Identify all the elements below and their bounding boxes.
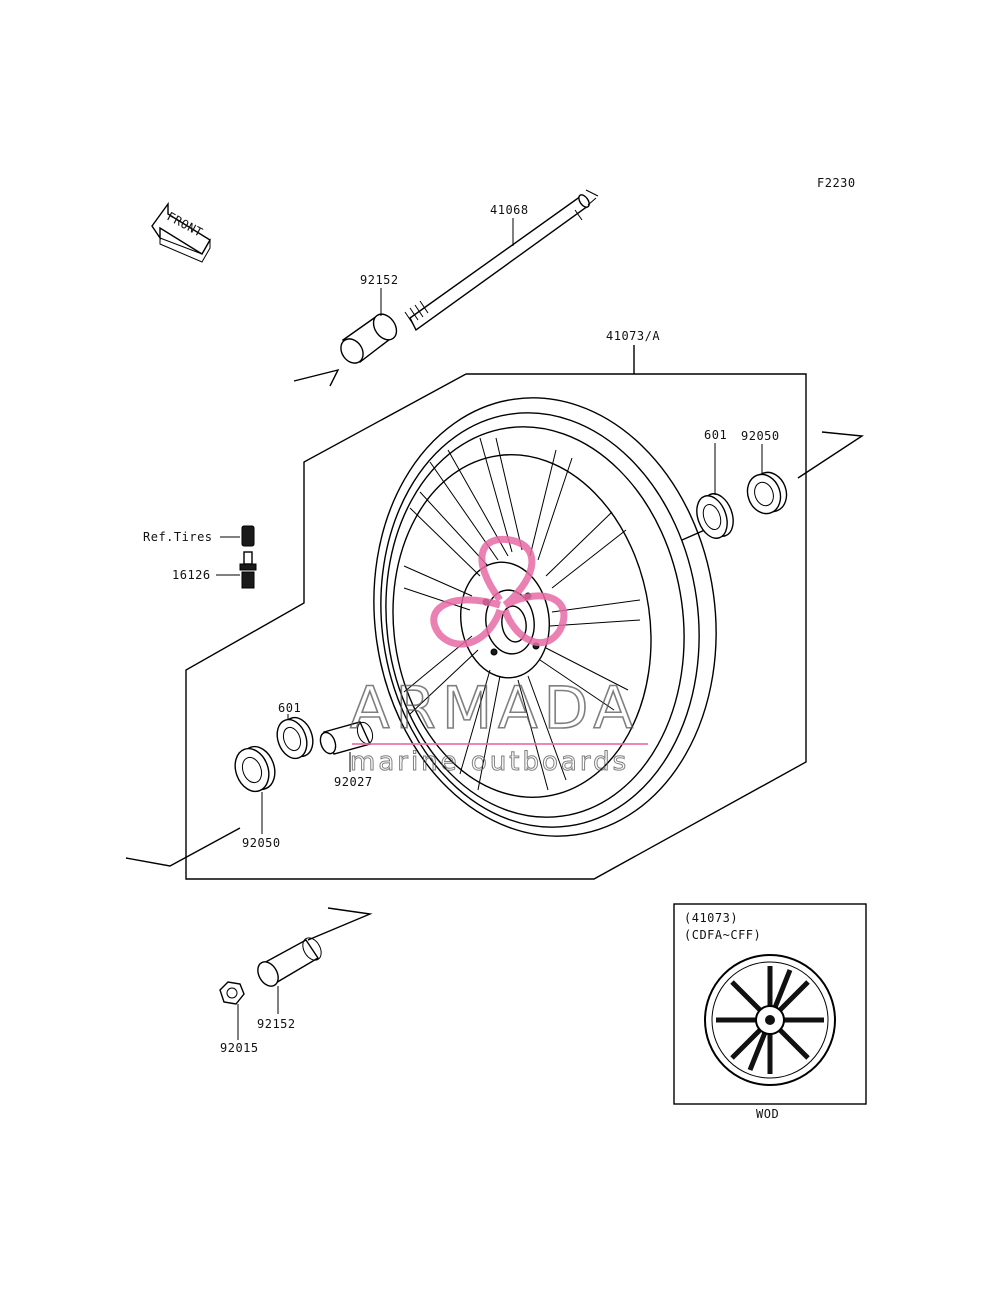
watermark-brand: ARMADA [350, 674, 639, 742]
collar-top-part [340, 288, 398, 364]
wheel-part [373, 397, 717, 837]
watermark-tagline: marine outboards [350, 747, 629, 777]
axle-part [404, 189, 599, 332]
label-41073A: 41073/A [606, 329, 660, 343]
label-92152-bottom: 92152 [257, 1017, 296, 1031]
oil-seal-right-part [746, 444, 788, 515]
watermark: ARMADA marine outboards [349, 535, 648, 778]
assembly-outline [125, 345, 865, 880]
front-arrow-icon: FRONT [151, 201, 211, 263]
nut-part [219, 981, 245, 1040]
label-601-right: 601 [704, 428, 727, 442]
inset-panel: (41073) (CDFA~CFF) WOD [673, 903, 867, 1121]
lower-leader [307, 907, 373, 941]
bearing-left-part [276, 714, 314, 760]
label-ref-tires: Ref.Tires [143, 530, 213, 544]
label-92050-left: 92050 [242, 836, 281, 850]
label-92015: 92015 [220, 1041, 259, 1055]
inset-line2: (CDFA~CFF) [684, 928, 761, 942]
valve-part [216, 525, 257, 589]
oil-seal-left-part [234, 745, 276, 834]
inset-wheel-icon [704, 954, 836, 1086]
label-92050-right: 92050 [741, 429, 780, 443]
inset-caption: WOD [756, 1107, 779, 1121]
collar-bottom-part [257, 937, 322, 1014]
figure-code: F2230 [817, 176, 856, 190]
watermark-flower-icon [430, 535, 568, 648]
label-41068: 41068 [490, 203, 529, 217]
label-16126: 16126 [172, 568, 211, 582]
inset-line1: (41073) [684, 911, 738, 925]
spacer-part [319, 721, 374, 772]
label-92152-top: 92152 [360, 273, 399, 287]
label-601-left: 601 [278, 701, 301, 715]
bearing-right-part [696, 443, 734, 539]
label-92027: 92027 [334, 775, 373, 789]
